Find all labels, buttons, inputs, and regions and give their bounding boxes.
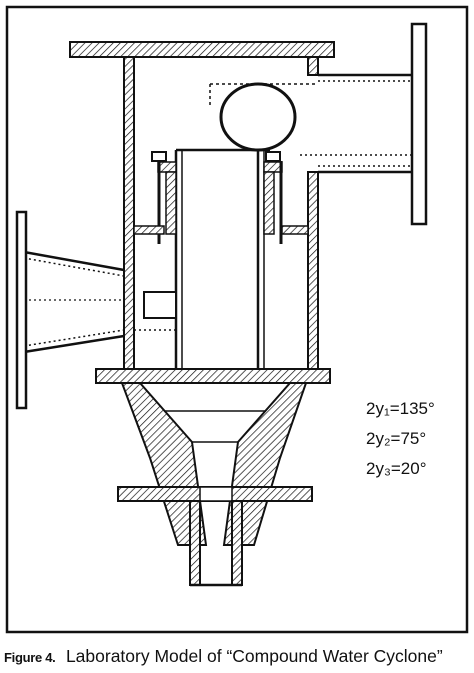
- cylinder-right-wall-lower: [307, 171, 319, 370]
- vortex-finder: [174, 148, 270, 378]
- cyclone-drawing: [5, 5, 469, 634]
- figure-caption: Figure 4. Laboratory Model of “Compound …: [4, 646, 443, 667]
- left-inlet-flange: [15, 210, 28, 410]
- oval-outlet: [219, 82, 297, 152]
- cone-bore: [140, 382, 290, 443]
- left-collar: [157, 161, 177, 173]
- right-outlet-flange: [410, 22, 428, 226]
- right-bolt: [265, 151, 283, 244]
- angle-label-2: 2y₂=75°: [366, 429, 427, 448]
- right-collar: [263, 161, 283, 173]
- right-support-plate: [281, 225, 309, 235]
- cylinder-right-wall-upper: [307, 56, 319, 76]
- angle-label-3: 2y₃=20°: [366, 459, 427, 478]
- caption-text: Laboratory Model of “Compound Water Cycl…: [65, 646, 443, 666]
- top-flange: [69, 41, 335, 58]
- left-support-plate: [133, 225, 165, 235]
- left-clamp: [165, 171, 177, 235]
- spigot-right-wall: [231, 500, 243, 586]
- figure-frame: [5, 5, 469, 634]
- cone-flange: [95, 368, 331, 384]
- angle-label-1: 2y₁=135°: [366, 399, 435, 418]
- caption-label: Figure 4.: [4, 650, 56, 665]
- right-clamp: [263, 171, 275, 235]
- lower-flange-bore: [199, 486, 233, 502]
- left-inlet-duct: [23, 250, 176, 354]
- spigot-left-wall: [189, 500, 201, 586]
- cylinder-left-wall: [123, 56, 135, 370]
- inlet-port: [143, 291, 177, 319]
